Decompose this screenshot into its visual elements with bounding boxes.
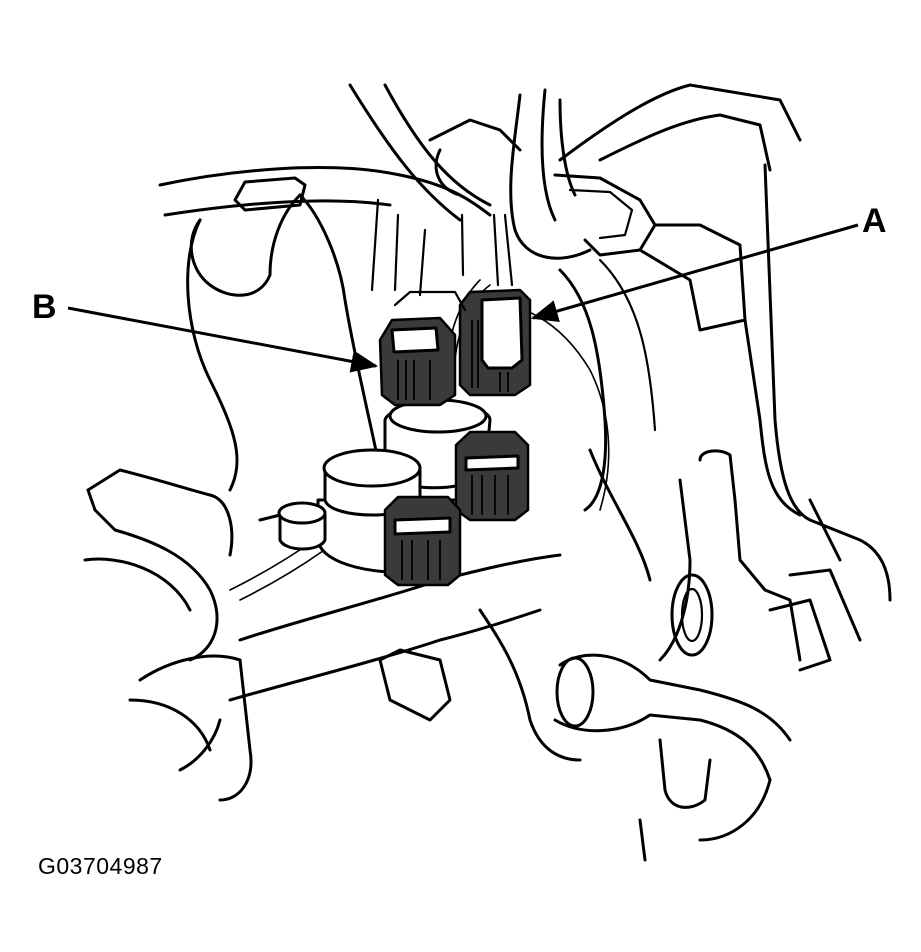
- connector-wires: [370, 198, 514, 297]
- callout-b-label: B: [32, 288, 57, 326]
- connector-a: [458, 288, 532, 397]
- callout-a-label: A: [862, 202, 887, 240]
- connector-lower-left: [383, 495, 462, 587]
- callout-a-arrow: [530, 223, 859, 323]
- solenoid-assembly: [277, 398, 492, 574]
- figure-id: G03704987: [38, 853, 163, 879]
- connector-b: [378, 290, 467, 407]
- callout-b-arrow: [67, 306, 379, 373]
- connector-lower-right: [454, 430, 530, 522]
- engine-background: [158, 83, 892, 862]
